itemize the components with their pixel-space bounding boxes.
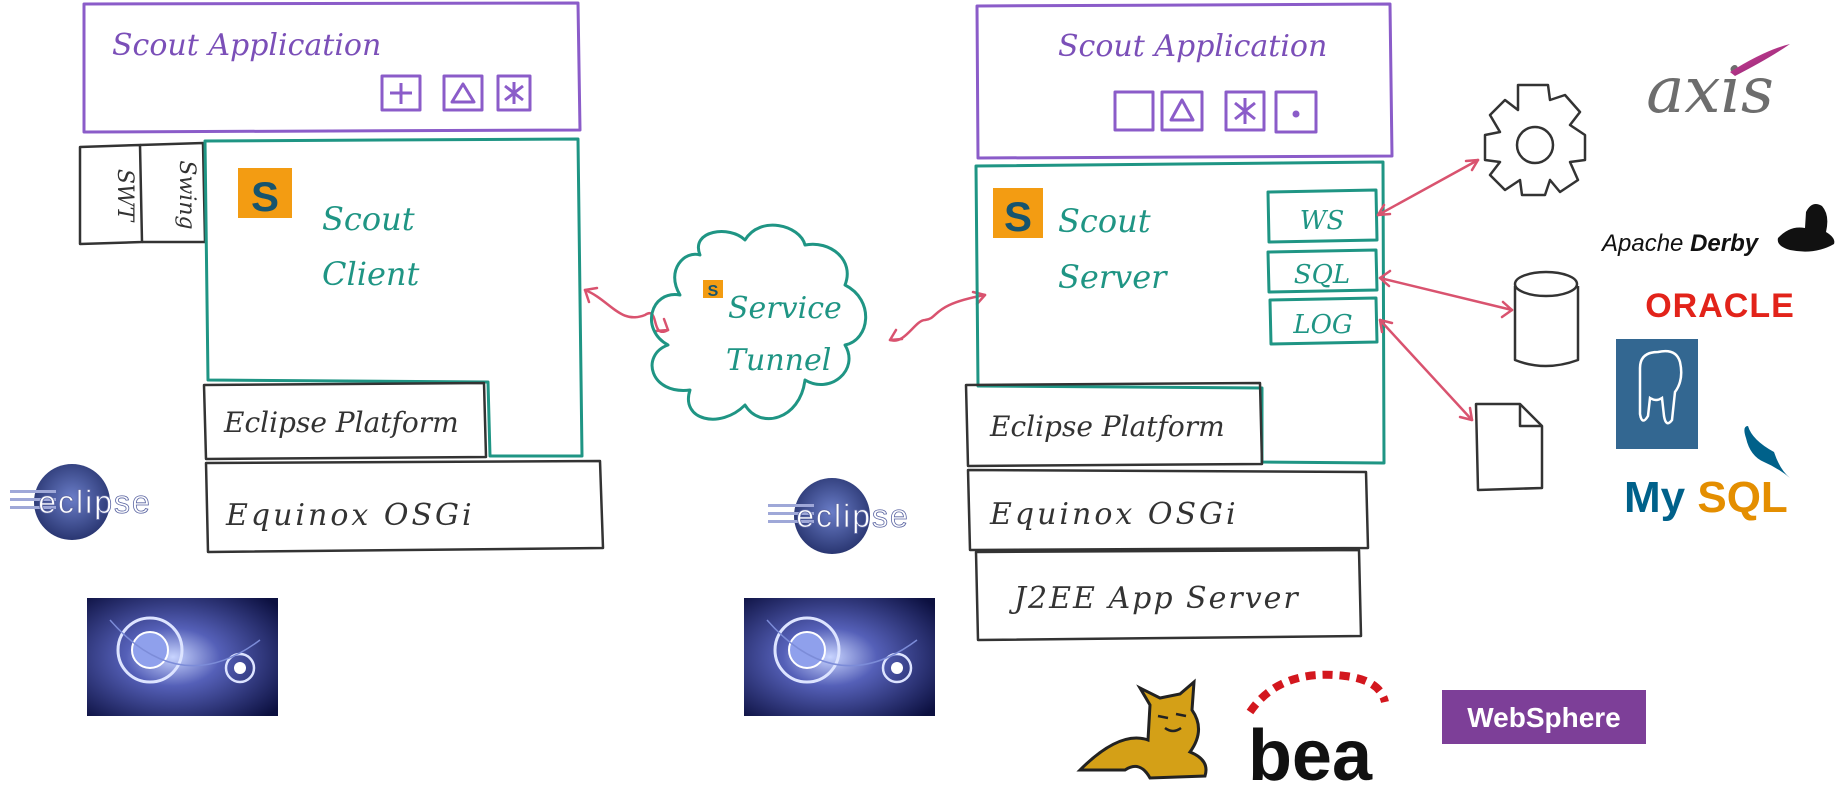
server-eclipse-platform: Eclipse Platform: [964, 381, 1264, 468]
server-stack: Scout Application S: [744, 2, 1394, 716]
arrow-log-file: [1378, 318, 1474, 422]
equinox-image-server: [744, 598, 935, 716]
swing-tab-label: Swing: [174, 160, 199, 229]
arrow-ws-gear: [1376, 158, 1480, 217]
websphere-logo-text: WebSphere: [1467, 702, 1621, 733]
svg-text:S: S: [1004, 193, 1032, 240]
client-platform-label: Eclipse Platform: [223, 406, 459, 439]
server-app-title: Scout Application: [1058, 29, 1327, 64]
swt-tab: SWT: [78, 143, 144, 246]
tomcat-logo: [1076, 678, 1208, 780]
file-icon: [1474, 402, 1544, 492]
database-icon: [1513, 270, 1580, 368]
mysql-my: My: [1624, 473, 1686, 522]
server-platform-label: Eclipse Platform: [989, 410, 1225, 443]
arrow-client-tunnel: [583, 288, 670, 334]
j2ee-app-server: J2EE App Server: [974, 548, 1363, 642]
oracle-logo-text: ORACLE: [1645, 287, 1795, 325]
log-service-box: LOG: [1268, 296, 1379, 346]
bea-logo: bea: [1246, 670, 1389, 789]
equinox-image-client: [87, 598, 278, 716]
websphere-logo: WebSphere: [1442, 690, 1646, 744]
swt-tab-label: SWT: [112, 169, 137, 224]
scout-logo-tunnel: S: [703, 280, 723, 300]
dolphin-icon: [1744, 426, 1790, 478]
client-stack: Scout Application SWT Swing: [10, 1, 605, 716]
gear-icon: [1483, 83, 1587, 197]
triangle-icon: [1160, 90, 1204, 132]
scout-client-box: S Scout Client: [203, 137, 584, 458]
server-equinox-osgi: Equinox OSGi: [966, 468, 1370, 552]
apache-derby-logo: Apache Derby: [1600, 204, 1835, 257]
triangle-icon: [442, 74, 484, 112]
dot-icon: [1274, 90, 1318, 134]
derby-prefix: Apache: [1600, 230, 1683, 257]
arrow-sql-db: [1378, 276, 1514, 312]
tunnel-line-2: Tunnel: [726, 343, 831, 378]
arrow-tunnel-server: [888, 293, 987, 342]
plus-icon: [380, 74, 422, 112]
server-osgi-label: Equinox OSGi: [989, 497, 1239, 532]
derby-hat-icon: [1777, 204, 1835, 252]
j2ee-label: J2EE App Server: [1008, 581, 1300, 616]
tunnel-line-1: Service: [728, 291, 842, 326]
scout-logo-client: S: [238, 168, 292, 220]
client-osgi-label: Equinox OSGi: [225, 498, 475, 533]
asterisk-icon: [1224, 90, 1266, 132]
scout-server-line-1: Scout: [1058, 202, 1151, 240]
scout-server-title: Scout Server: [1058, 202, 1168, 296]
axis-logo: axis: [1646, 44, 1790, 128]
scout-client-title: Scout Client: [322, 200, 425, 293]
eclipse-logo-client-text: eclipse: [38, 484, 152, 520]
asterisk-icon: [496, 74, 532, 112]
eclipse-logo-server-text: eclipse: [796, 498, 910, 534]
ws-service-box: WS: [1266, 188, 1379, 244]
log-label: LOG: [1292, 310, 1352, 340]
scout-client-line-2: Client: [322, 255, 420, 293]
scout-server-line-2: Server: [1058, 258, 1168, 296]
oracle-logo: ORACLE: [1645, 287, 1795, 325]
scout-logo-server: S: [993, 188, 1043, 240]
client-eclipse-platform: Eclipse Platform: [202, 381, 488, 461]
sql-label: SQL: [1294, 260, 1350, 290]
eclipse-logo-client: eclipse: [10, 464, 152, 540]
mysql-sql: SQL: [1697, 473, 1787, 522]
mysql-logo: My SQL: [1624, 426, 1790, 522]
server-app-box: Scout Application: [975, 2, 1394, 160]
service-tunnel-title: Service Tunnel: [726, 291, 851, 378]
postgresql-logo: [1616, 339, 1698, 449]
sql-service-box: SQL: [1266, 248, 1379, 294]
derby-name: Derby: [1690, 230, 1760, 257]
swing-tab: Swing: [139, 141, 207, 244]
ws-label: WS: [1300, 206, 1345, 236]
scout-client-line-1: Scout: [322, 200, 415, 238]
mysql-logo-text: My SQL: [1624, 473, 1788, 522]
client-equinox-osgi: Equinox OSGi: [204, 459, 605, 554]
service-tunnel-cloud: S Service Tunnel: [650, 223, 868, 421]
client-app-title: Scout Application: [112, 28, 381, 63]
client-app-box: Scout Application: [82, 1, 582, 134]
derby-logo-text: Apache Derby: [1600, 230, 1760, 257]
eclipse-logo-server: eclipse: [768, 478, 910, 554]
bea-logo-text: bea: [1248, 716, 1373, 789]
svg-text:S: S: [251, 173, 279, 220]
elephant-icon: [1638, 349, 1683, 425]
svg-text:S: S: [708, 283, 719, 300]
square-icon: [1113, 90, 1155, 132]
